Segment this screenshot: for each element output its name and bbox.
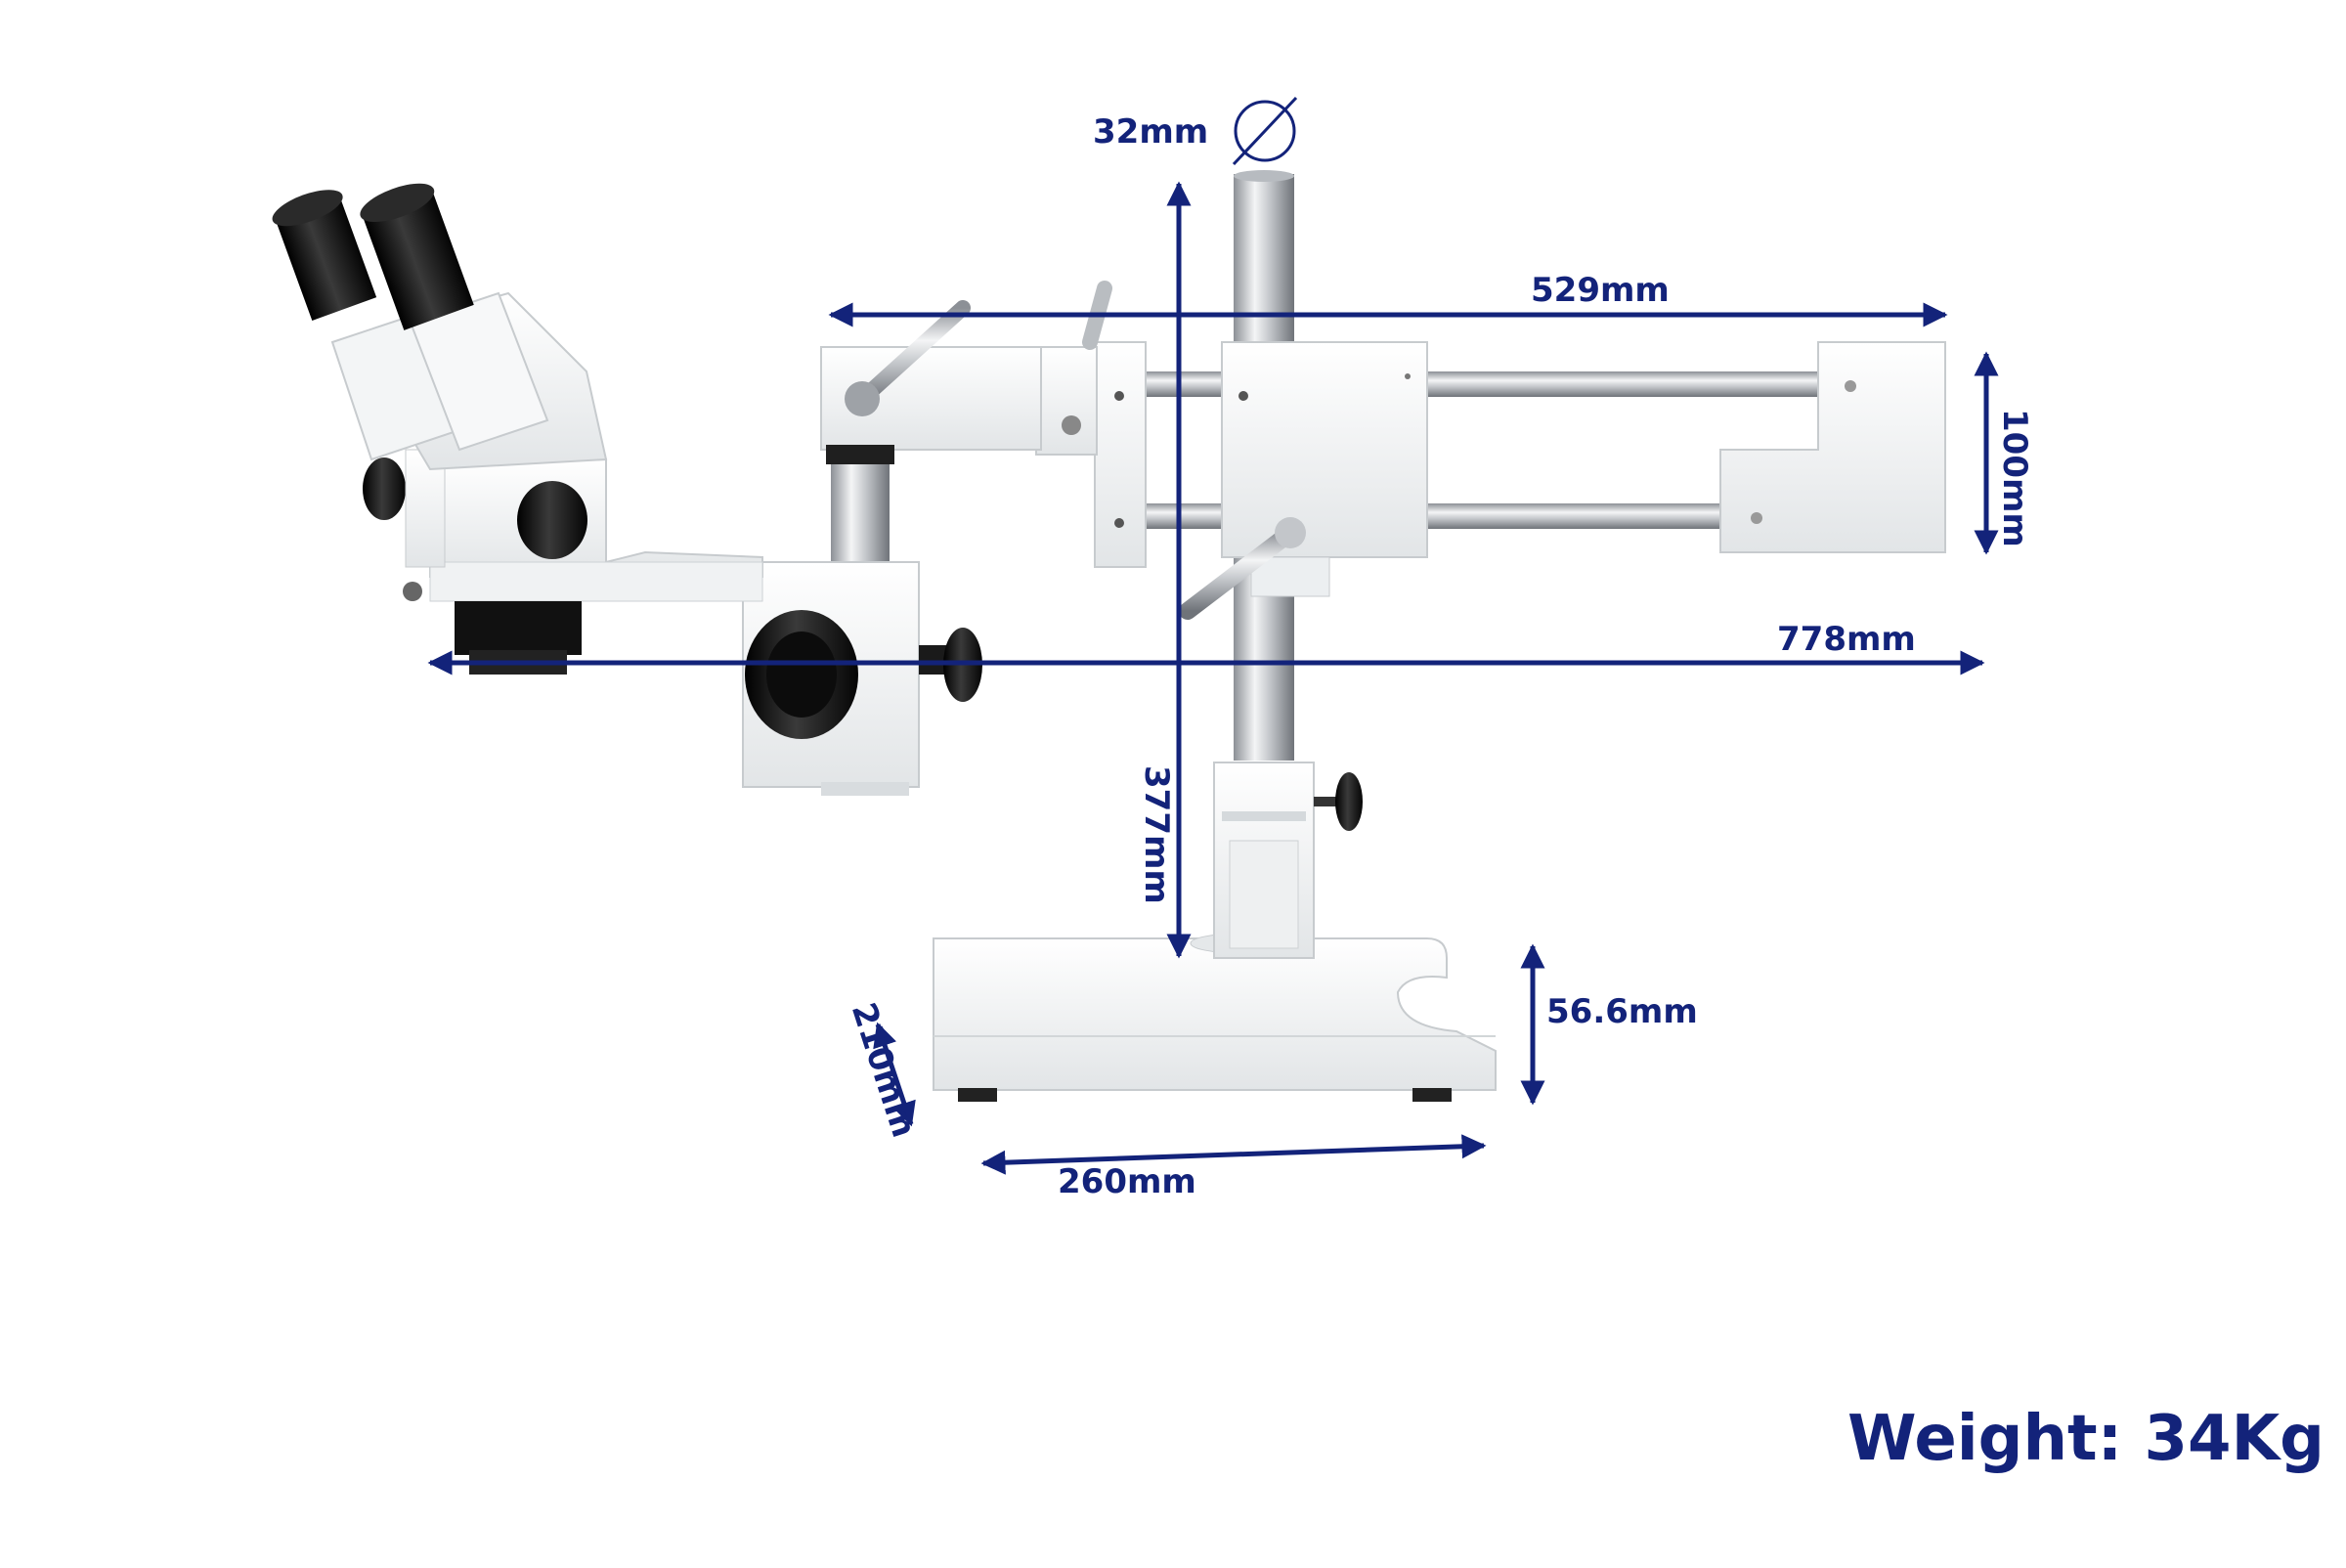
label-total-reach: 778mm	[1777, 620, 1916, 659]
label-pillar-height: 377mm	[1137, 765, 1176, 904]
label-base-height: 56.6mm	[1546, 992, 1698, 1031]
diameter-icon	[1232, 96, 1298, 166]
dim-line-210	[873, 1022, 916, 1127]
focus-arm	[742, 300, 1042, 796]
dimension-lines	[427, 181, 1999, 1175]
weight-label: Weight: 34Kg	[1847, 1403, 2324, 1475]
dim-line-260	[980, 1134, 1487, 1175]
microscope-head	[272, 183, 763, 675]
label-pillar-diameter: 32mm	[1093, 112, 1209, 152]
label-base-width: 260mm	[1058, 1162, 1196, 1201]
double-arm	[1035, 281, 1946, 620]
label-horizontal-arm: 529mm	[1531, 271, 1670, 310]
label-arm-block-height: 100mm	[1995, 409, 2034, 547]
